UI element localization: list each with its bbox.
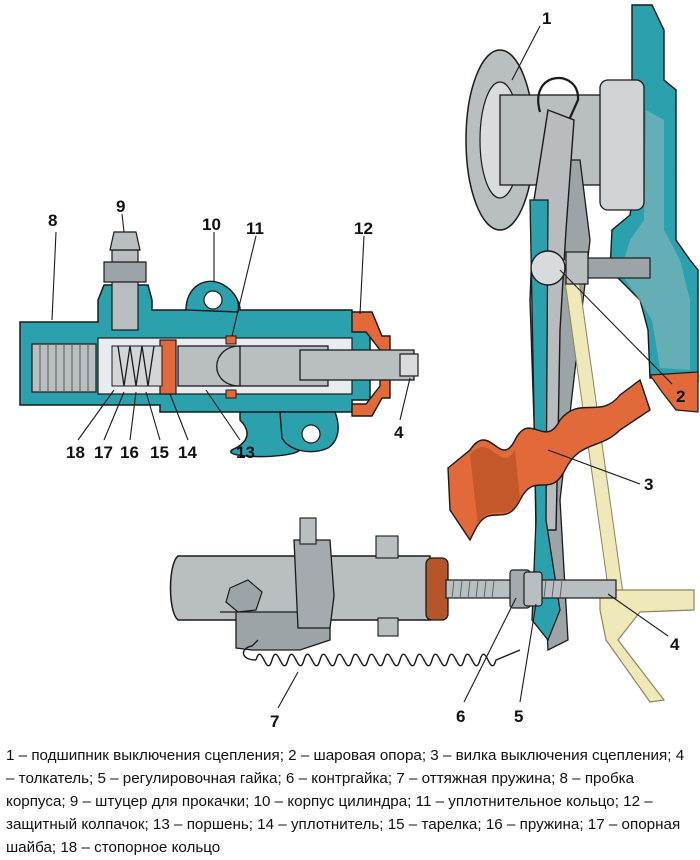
callout-14: 14 bbox=[178, 443, 197, 462]
protective-boot bbox=[351, 311, 391, 417]
callout-15: 15 bbox=[150, 443, 169, 462]
callout-12: 12 bbox=[354, 219, 373, 238]
fork-boot bbox=[447, 378, 651, 542]
pushrod-tip bbox=[399, 353, 419, 377]
bearing-hub bbox=[599, 79, 645, 211]
leader-lines bbox=[51, 25, 673, 709]
callout-4b: 4 bbox=[670, 635, 680, 654]
callout-8: 8 bbox=[48, 211, 57, 230]
callout-16: 16 bbox=[120, 443, 139, 462]
bleed-nipple-hex bbox=[103, 261, 147, 283]
callout-9: 9 bbox=[116, 197, 125, 216]
housing-shadow bbox=[620, 110, 690, 370]
ball-joint bbox=[530, 250, 651, 286]
callout-5: 5 bbox=[514, 707, 523, 726]
spring-hook-left bbox=[242, 639, 259, 661]
return-spring bbox=[255, 649, 521, 667]
ext-clamp bbox=[293, 539, 335, 629]
ext-bolt-head bbox=[225, 579, 263, 613]
cylinder-mount-ears bbox=[185, 280, 339, 453]
mount-hole-bottom bbox=[301, 424, 321, 444]
callout-17: 17 bbox=[94, 443, 113, 462]
callout-labels: 1 2 3 4 4 5 6 7 8 9 10 11 12 13 14 15 16… bbox=[48, 9, 685, 731]
ball-joint-nut bbox=[565, 251, 589, 285]
ball-joint-ball bbox=[530, 250, 566, 286]
callout-7: 7 bbox=[270, 712, 279, 731]
piston-nose bbox=[216, 345, 241, 387]
callout-1: 1 bbox=[542, 9, 551, 28]
callout-6: 6 bbox=[456, 707, 465, 726]
ext-boss-bottom bbox=[377, 617, 399, 637]
callout-2: 2 bbox=[676, 387, 685, 406]
callout-18: 18 bbox=[66, 443, 85, 462]
ext-stud-top bbox=[299, 517, 317, 545]
o-ring-bottom bbox=[225, 389, 237, 399]
o-ring-top bbox=[225, 335, 237, 345]
callout-13: 13 bbox=[236, 443, 255, 462]
slave-cylinder-section bbox=[19, 231, 419, 458]
callout-3: 3 bbox=[644, 475, 653, 494]
inner-spring bbox=[117, 345, 155, 387]
housing-flange bbox=[648, 371, 699, 413]
callout-10: 10 bbox=[202, 215, 221, 234]
slave-cylinder-external bbox=[169, 517, 617, 667]
pushrod-inner bbox=[299, 349, 415, 381]
ext-adjust-nut bbox=[523, 571, 543, 607]
ext-boot bbox=[425, 557, 449, 621]
clutch-release-diagram: 1 2 3 4 4 5 6 7 8 9 10 11 12 13 14 15 16… bbox=[19, 4, 699, 731]
bleed-nipple-cap bbox=[109, 231, 141, 251]
ext-boss bbox=[375, 535, 399, 559]
callout-11: 11 bbox=[246, 219, 264, 238]
plug-thread bbox=[39, 344, 89, 392]
legend-caption: 1 – подшипник выключения сцепления; 2 – … bbox=[6, 747, 685, 856]
fork-boot-shade bbox=[470, 447, 520, 525]
callout-4a: 4 bbox=[394, 423, 404, 442]
mount-hole-top bbox=[203, 290, 223, 310]
pushrod-bracket bbox=[599, 589, 695, 703]
bearing-clip bbox=[537, 77, 580, 141]
